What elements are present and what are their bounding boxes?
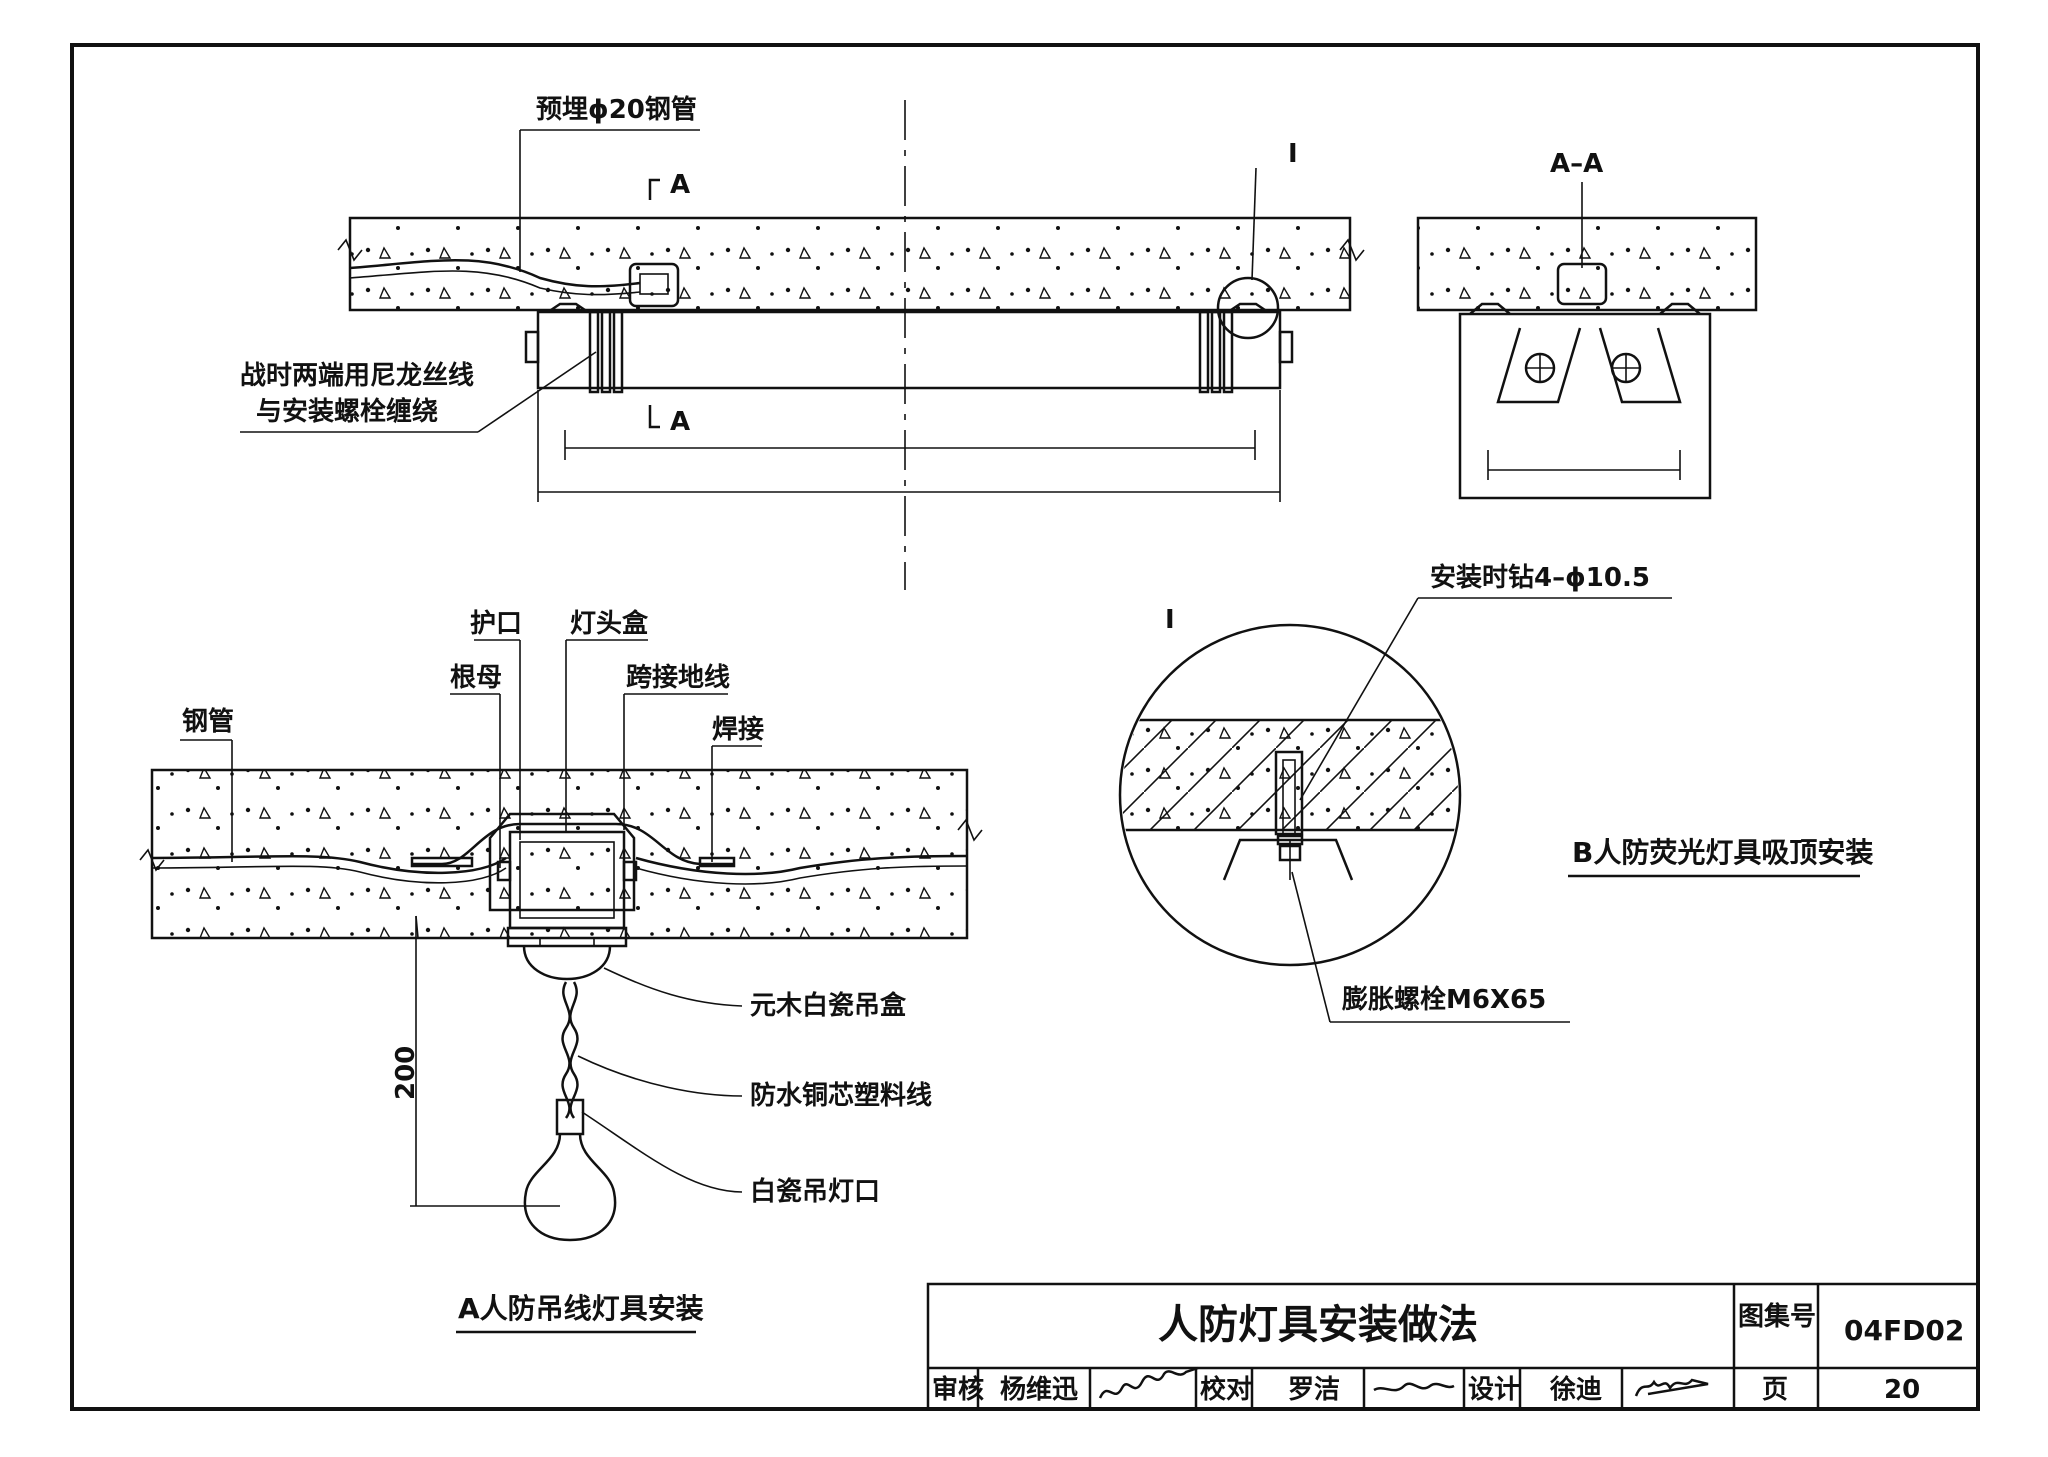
wrap-label-line1: 战时两端用尼龙丝线	[240, 361, 474, 391]
checker-signature	[1373, 1382, 1455, 1392]
caption-b-group: B人防荧光灯具吸顶安装	[1568, 836, 1873, 878]
pipe-label: 预埋ϕ20钢管	[536, 95, 697, 125]
pendant-view: 200 护口 灯头盒 根母 跨接地线 钢管 焊接 元木白瓷吊盒 防水铜芯塑料线 …	[139, 608, 983, 1242]
rosette	[506, 926, 628, 948]
twisted-wire	[561, 981, 571, 1119]
steel-pipe	[151, 854, 507, 875]
nylon-wrap-left	[588, 310, 624, 394]
wrap-label-line2: 与安装螺栓缠绕	[256, 396, 438, 427]
drill-label: 安装时钻4–ϕ10.5	[1430, 563, 1650, 593]
rosette-label: 元木白瓷吊盒	[750, 990, 907, 1021]
design-label: 设计	[1468, 1375, 1520, 1405]
bolt-label: 膨胀螺栓M6X65	[1342, 985, 1546, 1015]
weld-label: 焊接	[712, 715, 764, 745]
review-label: 审核	[932, 1374, 984, 1405]
lamp-section-body	[1458, 312, 1712, 500]
guard-label: 护口	[470, 609, 522, 639]
lamp-body	[536, 310, 1282, 390]
jumper-label: 跨接地线	[626, 663, 730, 693]
sheet-title: 人防灯具安装做法	[1158, 1302, 1478, 1348]
section-view-label: A–A	[1550, 149, 1603, 179]
check-label: 校对	[1200, 1374, 1252, 1405]
section-mark-top: A	[670, 170, 690, 200]
designer-signature	[1634, 1378, 1709, 1397]
caption-a-group: A人防吊线灯具安装	[456, 1292, 704, 1334]
pipe-label-pendant: 钢管	[182, 707, 234, 737]
reviewer-signature	[1098, 1366, 1199, 1399]
section-mark-bottom: A	[670, 407, 690, 437]
nylon-wrap-right	[1198, 310, 1234, 394]
page-number: 20	[1884, 1375, 1920, 1405]
section-view: A–A	[1416, 149, 1758, 500]
nut-label: 根母	[450, 663, 502, 693]
atlas-number: 04FD02	[1844, 1314, 1964, 1347]
atlas-label: 图集号	[1738, 1301, 1816, 1332]
title-block: 人防灯具安装做法 图集号 04FD02 审核 杨维迅 校对 罗洁 设计 徐迪 页…	[926, 1282, 1980, 1411]
embedded-pipe	[349, 259, 641, 288]
designer-name: 徐迪	[1549, 1374, 1602, 1405]
socket	[555, 1098, 585, 1136]
caption-b: B人防荧光灯具吸顶安装	[1572, 836, 1873, 869]
checker-name: 罗洁	[1288, 1375, 1340, 1405]
bulb	[523, 1133, 617, 1242]
page-label: 页	[1762, 1375, 1788, 1405]
dimension-200-text: 200	[391, 1046, 421, 1100]
detail-marker-circle	[1216, 276, 1280, 340]
detail-marker-label: I	[1288, 139, 1298, 169]
socket-label: 白瓷吊灯口	[750, 1176, 880, 1207]
detail-view: I 安装时钻4–ϕ10.5 膨胀螺栓M6X65	[1118, 563, 1672, 1023]
caption-a: A人防吊线灯具安装	[458, 1292, 704, 1325]
detail-view-label: I	[1165, 605, 1175, 635]
reviewer-name: 杨维迅	[1000, 1374, 1078, 1405]
box-label: 灯头盒	[570, 608, 649, 639]
detail-circle	[1118, 623, 1462, 967]
wire-label: 防水铜芯塑料线	[750, 1081, 932, 1111]
top-view: I A A 预埋ϕ20钢管 战时两端用尼龙丝线 与安装螺栓缠绕	[240, 95, 1365, 590]
junction-box	[628, 262, 680, 308]
